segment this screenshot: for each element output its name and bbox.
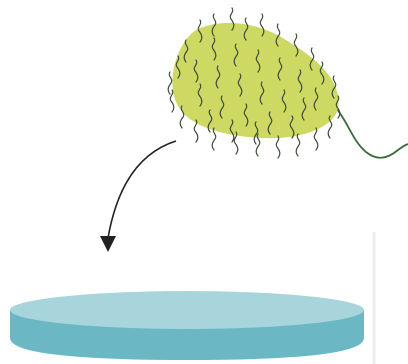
pilus (168, 72, 172, 94)
surface-top (10, 291, 364, 329)
pilus (296, 134, 300, 156)
flagellum (336, 108, 408, 158)
pilus (170, 90, 174, 112)
curved-arrow-down-icon (100, 141, 176, 252)
arrow-head (100, 236, 116, 252)
pilus (314, 128, 318, 150)
bacterium-icon (168, 8, 408, 158)
pilus (212, 128, 216, 150)
flat-disc-surface-icon (10, 291, 364, 360)
pilus (276, 136, 280, 158)
arrow-shaft (108, 141, 176, 238)
